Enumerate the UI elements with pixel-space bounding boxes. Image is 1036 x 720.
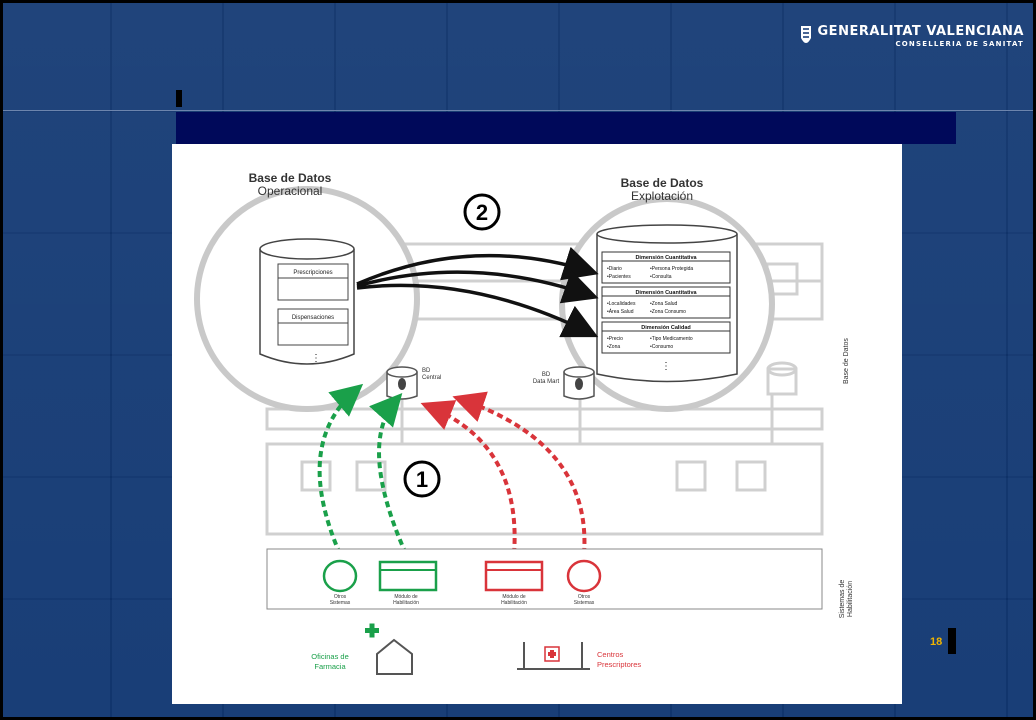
step-1-label: 1	[416, 467, 428, 492]
exploitation-title-1: Base de Datos	[621, 176, 704, 190]
page-number: 18	[930, 636, 943, 648]
operational-db-cylinder: Prescripciones Dispensaciones ⋮	[259, 238, 355, 365]
pharmacy-label-1: Oficinas de	[311, 652, 349, 661]
side-label-systems-2: Habilitación	[847, 581, 854, 617]
section-3-item-3: •Tipo Medicamento	[650, 336, 693, 342]
module-4-line2: Sistemas	[574, 600, 595, 606]
bd-datamart-line2: Data Mart	[533, 379, 560, 385]
section-3-title: Dimensión Calidad	[641, 325, 691, 331]
section-2-item-1: •Localidades	[607, 301, 636, 307]
section-1-item-2: •Pacientes	[607, 274, 631, 280]
systems-band	[266, 548, 823, 610]
module-1-line1: Otros	[334, 594, 347, 600]
section-3-item-1: •Precio	[607, 336, 623, 342]
section-3-item-4: •Consumo	[650, 344, 673, 350]
bd-datamart-line1: BD	[542, 372, 551, 378]
module-4-line1: Otros	[578, 594, 591, 600]
row-dispensations: Dispensaciones	[292, 315, 334, 321]
section-3-item-2: •Zona	[607, 344, 620, 350]
section-1-title: Dimensión Cuantitativa	[635, 255, 697, 261]
prescribers-label-1: Centros	[597, 650, 624, 659]
exploitation-db-cylinder: Dimensión Cuantitativa •Diario •Paciente…	[596, 224, 738, 383]
section-2-item-2: •Área Salud	[607, 308, 634, 315]
svg-text:⋮: ⋮	[661, 361, 671, 372]
section-1-item-4: •Consulta	[650, 274, 672, 280]
operational-title-1: Base de Datos	[249, 171, 332, 185]
module-2-line2: Habilitación	[393, 600, 419, 606]
module-other-systems-green: Otros Sistemas	[322, 559, 358, 606]
bd-central-line1: BD	[422, 368, 431, 374]
etl-arrows	[356, 246, 599, 338]
pharmacy-label-2: Farmacia	[314, 662, 346, 671]
module-3-line1: Módulo de	[502, 594, 526, 600]
step-1-marker: 1	[403, 460, 441, 498]
bd-central-line2: Central	[422, 375, 441, 381]
module-2-line1: Módulo de	[394, 594, 418, 600]
step-2-label: 2	[476, 200, 488, 225]
architecture-diagram: Prescripciones Dispensaciones ⋮ Base de …	[172, 144, 902, 704]
header-divider	[0, 110, 1036, 111]
module-other-systems-red: Otros Sistemas	[566, 559, 602, 606]
module-habilitation-red: Módulo de Habilitación	[484, 560, 544, 606]
module-1-line2: Sistemas	[330, 600, 351, 606]
prescribers-center-icon	[517, 642, 590, 670]
section-1-item-3: •Persona Protegida	[650, 266, 693, 272]
section-2-title: Dimensión Cuantitativa	[635, 290, 697, 296]
side-label-systems-1: Sistemas de	[839, 580, 846, 619]
pharmacy-house-icon	[365, 623, 413, 675]
section-2-item-3: •Zona Salud	[650, 301, 678, 307]
exploitation-title-2: Explotación	[631, 189, 693, 203]
logo-line1: GENERALITAT VALENCIANA	[817, 24, 1024, 39]
load-arrows-red	[420, 391, 587, 555]
title-marker	[176, 90, 182, 107]
module-3-line2: Habilitación	[501, 600, 527, 606]
emblem-icon	[800, 26, 811, 43]
section-1-item-1: •Diario	[607, 266, 622, 272]
prescribers-label-2: Prescriptores	[597, 660, 641, 669]
operational-title-2: Operacional	[258, 184, 323, 198]
title-band	[176, 112, 956, 144]
step-2-marker: 2	[463, 193, 501, 231]
page-marker	[948, 628, 956, 654]
module-habilitation-green: Módulo de Habilitación	[378, 560, 438, 606]
svg-text:⋮: ⋮	[311, 353, 321, 364]
logo-generalitat: GENERALITAT VALENCIANA CONSELLERIA DE SA…	[800, 24, 1024, 48]
section-2-item-4: •Zona Consumo	[650, 309, 686, 315]
row-prescriptions: Prescripciones	[293, 270, 332, 276]
side-label-database: Base de Datos	[843, 338, 850, 384]
logo-line2: CONSELLERIA DE SANITAT	[895, 40, 1024, 48]
bd-datamart-icon	[563, 366, 595, 400]
